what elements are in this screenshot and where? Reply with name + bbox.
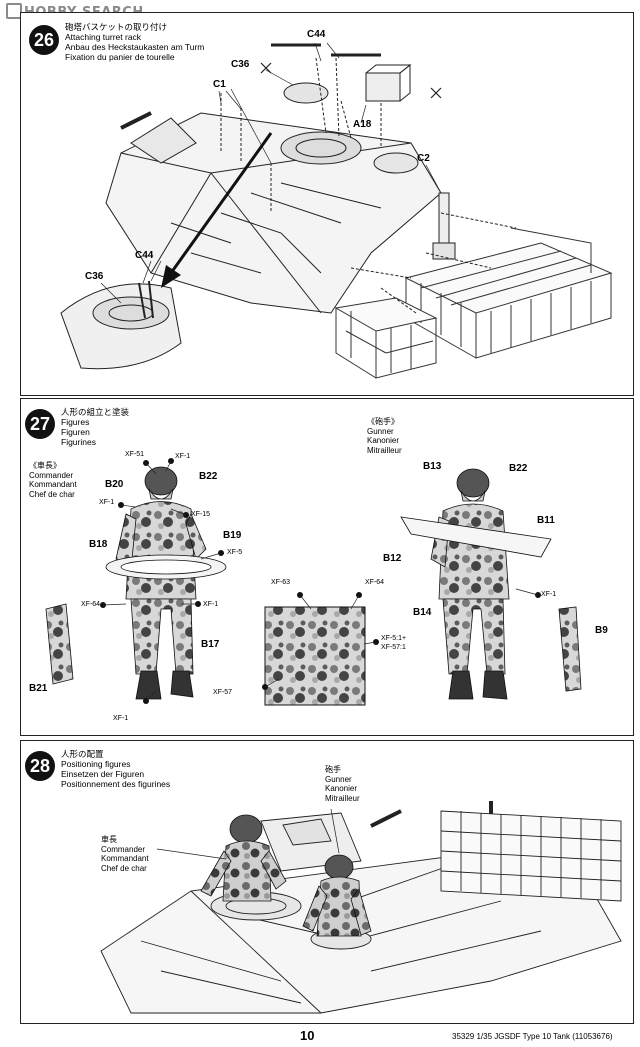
paint-xf63: XF-63 [271,579,291,586]
paint-xf1: XF-1 [203,601,219,608]
page-number: 10 [300,1028,315,1043]
part-b11: B11 [537,515,555,526]
part-b9: B9 [595,625,608,636]
turret-rack-drawing [60,42,613,379]
part-c2: C2 [417,153,430,164]
part-b22-right: B22 [509,463,528,474]
paint-xf57: XF-57 [213,689,233,696]
part-b12: B12 [383,553,402,564]
paint-xf5: XF-5 [227,549,243,556]
part-c36-top: C36 [231,59,250,70]
paint-xf1: XF-1 [541,591,557,598]
product-code: 35329 1/35 JGSDF Type 10 Tank (11053676) [452,1032,613,1041]
paint-mix-2: XF-57:1 [381,644,406,651]
part-b19: B19 [223,530,242,541]
paint-xf15: XF-15 [191,511,211,518]
paint-mix-1: XF-5:1+ [381,635,407,642]
part-c36-bottom: C36 [85,271,104,282]
paint-xf64: XF-64 [81,601,101,608]
part-a18: A18 [353,119,372,130]
part-b18: B18 [89,539,108,550]
part-b17: B17 [201,639,220,650]
paint-xf64: XF-64 [365,579,385,586]
part-b14: B14 [413,607,432,618]
part-b21: B21 [29,683,48,694]
part-b20: B20 [105,479,124,490]
part-b22-left: B22 [199,471,218,482]
part-c44-top: C44 [307,29,326,40]
part-b13: B13 [423,461,442,472]
figures-drawing [45,458,582,706]
paint-xf1: XF-1 [99,499,115,506]
part-c1: C1 [213,79,226,90]
part-c44-bottom: C44 [135,250,154,261]
step-number: 26 [29,25,59,55]
step-number: 27 [25,409,55,439]
paint-xf1: XF-1 [113,715,129,722]
step-number: 28 [25,751,55,781]
paint-xf51: XF-51 [125,451,145,458]
paint-xf1: XF-1 [175,453,191,460]
tank-figures-drawing [100,801,622,1014]
